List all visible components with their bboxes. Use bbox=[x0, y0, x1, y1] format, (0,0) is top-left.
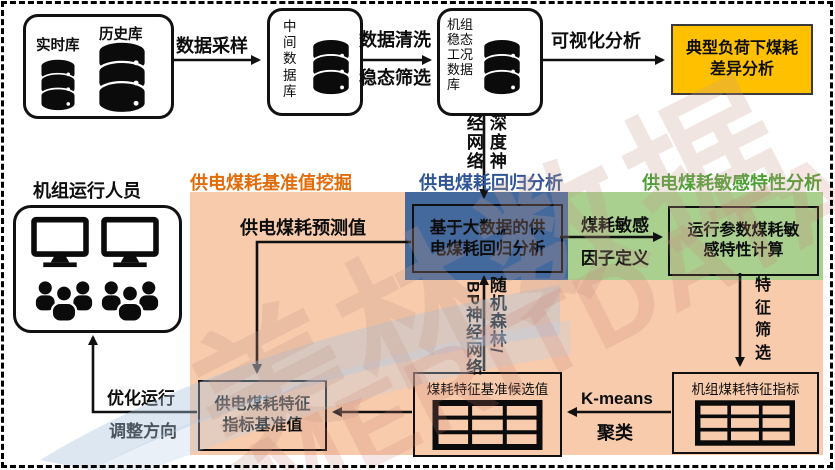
source-db-box: 实时库 历史库 bbox=[23, 14, 174, 119]
operators-label: 机组运行人员 bbox=[33, 181, 141, 201]
typical-load-text: 典型负荷下煤耗差异分析 bbox=[685, 39, 798, 78]
sensitive-factor-label-1: 煤耗敏感 bbox=[581, 216, 649, 235]
steady-db-label: 机组稳态工况数据库 bbox=[447, 17, 474, 92]
feedback-label-1: 优化运行 bbox=[107, 389, 175, 408]
predicted-value-label: 供电煤耗预测值 bbox=[240, 218, 366, 238]
screening-label: 稳态筛选 bbox=[359, 68, 431, 88]
regression-analysis-text: 基于大数据的供电煤耗回归分析 bbox=[429, 218, 546, 258]
realtime-db-label: 实时库 bbox=[36, 38, 80, 54]
typical-load-box: 典型负荷下煤耗差异分析 bbox=[671, 24, 813, 95]
indicator-table-title: 机组煤耗特征指标 bbox=[691, 382, 800, 397]
arrow-feedback bbox=[88, 335, 197, 414]
feature-screening-label: 特征筛选 bbox=[754, 277, 771, 363]
realtime-database-icon bbox=[39, 58, 77, 111]
monitor-icon bbox=[31, 216, 89, 268]
regression-region-label: 供电煤耗回归分析 bbox=[419, 173, 563, 193]
database-icon bbox=[311, 38, 351, 95]
arrow-predicted-value bbox=[252, 240, 411, 374]
regression-region bbox=[405, 192, 568, 280]
sensitivity-calc-text: 运行参数煤耗敏感特性计算 bbox=[687, 222, 800, 259]
database-icon bbox=[482, 38, 522, 95]
sensitive-factor-label-2: 因子定义 bbox=[581, 249, 649, 268]
cleaning-label: 数据清洗 bbox=[359, 30, 431, 50]
dnn-col-right: 深度神 bbox=[486, 114, 506, 171]
feedback-label-2: 调整方向 bbox=[109, 422, 177, 441]
history-database-icon bbox=[97, 40, 147, 113]
monitor-icon bbox=[101, 216, 159, 268]
sensitivity-calc-box: 运行参数煤耗敏感特性计算 bbox=[668, 206, 819, 276]
mining-region-label: 供电煤耗基准值挖掘 bbox=[190, 173, 352, 193]
baseline-text: 供电煤耗特征指标基准值 bbox=[214, 395, 311, 434]
history-db-label: 历史库 bbox=[99, 27, 143, 43]
bp-network-col: BP神经网络 bbox=[463, 281, 482, 376]
candidate-table-box: 煤耗特征基准候选值 bbox=[413, 372, 562, 457]
operators-box bbox=[13, 205, 182, 333]
dnn-col-left: 经网络 bbox=[463, 114, 483, 171]
indicator-table-box: 机组煤耗特征指标 bbox=[672, 372, 819, 454]
kmeans-label: K-means bbox=[581, 389, 653, 408]
random-forest-col: 随机森林/ bbox=[486, 276, 506, 354]
cluster-label: 聚类 bbox=[597, 423, 633, 443]
table-icon bbox=[695, 400, 795, 446]
candidate-table-title: 煤耗特征基准候选值 bbox=[426, 382, 549, 397]
steady-db-box: 机组稳态工况数据库 bbox=[437, 8, 543, 116]
intermediate-db-label: 中间数据库 bbox=[283, 19, 297, 99]
visualization-label: 可视化分析 bbox=[551, 31, 641, 51]
regression-analysis-box: 基于大数据的供电煤耗回归分析 bbox=[412, 204, 563, 273]
sensitivity-region-label: 供电煤耗敏感特性分析 bbox=[642, 173, 822, 193]
table-icon bbox=[432, 400, 543, 450]
baseline-box: 供电煤耗特征指标基准值 bbox=[198, 380, 327, 451]
people-group-icon bbox=[35, 281, 93, 323]
sampling-label: 数据采样 bbox=[176, 36, 248, 56]
people-group-icon bbox=[101, 281, 159, 323]
intermediate-db-box: 中间数据库 bbox=[267, 8, 363, 116]
